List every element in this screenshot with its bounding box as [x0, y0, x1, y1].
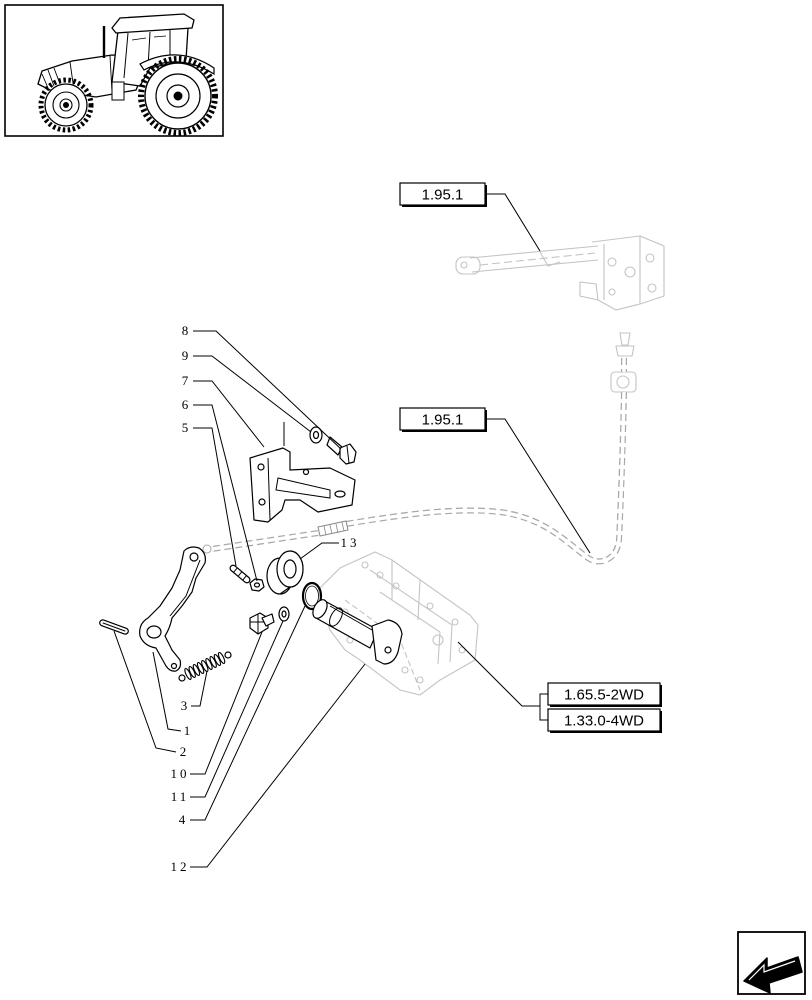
lever — [139, 546, 206, 672]
plug-screw — [249, 612, 275, 635]
leader-bracket — [457, 641, 548, 721]
leader-line-9 — [193, 355, 312, 433]
callout-labels: 8 9 7 6 5 13 3 1 2 10 11 4 12 — [171, 323, 360, 874]
leader-line — [485, 193, 541, 252]
leader-line-2 — [113, 630, 177, 753]
callout-1[interactable]: 1 — [184, 723, 194, 738]
leader-line-3 — [191, 670, 208, 707]
roll-pin — [99, 619, 129, 635]
leader-line-5 — [193, 427, 237, 567]
leader-line-12 — [190, 663, 366, 868]
leader-line-6 — [193, 404, 258, 582]
callout-4[interactable]: 4 — [179, 812, 189, 827]
leader-line-4 — [190, 605, 306, 821]
return-spring — [178, 651, 232, 682]
ref-link-handbrake-lever[interactable]: 1.95.1 — [399, 182, 487, 207]
callout-10[interactable]: 10 — [171, 766, 190, 781]
callout-7[interactable]: 7 — [182, 373, 192, 388]
leader-line-11 — [190, 620, 284, 798]
bolt — [326, 436, 357, 465]
ref-link-label: 1.95.1 — [422, 412, 464, 429]
ref-link-handbrake-cable[interactable]: 1.95.1 — [399, 407, 487, 432]
shaft — [312, 599, 403, 665]
callout-2[interactable]: 2 — [180, 744, 190, 759]
mounting-bracket — [249, 422, 356, 523]
callout-11[interactable]: 11 — [171, 789, 190, 804]
leader-line-13 — [299, 542, 339, 560]
ref-link-label: 1.33.0-4WD — [564, 713, 644, 730]
callout-leaders — [113, 330, 366, 868]
ref-link-label: 1.65.5-2WD — [564, 687, 644, 704]
callout-3[interactable]: 3 — [181, 698, 191, 713]
leader-line — [485, 418, 591, 554]
callout-6[interactable]: 6 — [182, 397, 192, 412]
o-ring — [301, 581, 323, 611]
spring-pin — [229, 564, 251, 584]
handbrake-lever-context — [455, 235, 665, 311]
seal-ring — [266, 550, 304, 595]
leader-line-7 — [193, 380, 265, 448]
leader-line-1 — [152, 651, 182, 732]
nut — [249, 578, 265, 592]
sealing-washer — [278, 606, 290, 622]
ref-link-label: 1.95.1 — [422, 187, 464, 204]
callout-5[interactable]: 5 — [182, 420, 192, 435]
leader-line-10 — [190, 631, 263, 775]
tractor-thumbnail — [4, 4, 224, 137]
handbrake-cable-context — [202, 358, 627, 565]
callout-12[interactable]: 12 — [171, 859, 190, 874]
callout-8[interactable]: 8 — [182, 323, 192, 338]
ref-link-transmission-4wd[interactable]: 1.33.0-4WD — [547, 708, 662, 733]
ref-link-transmission-2wd[interactable]: 1.65.5-2WD — [547, 682, 662, 707]
callout-9[interactable]: 9 — [182, 348, 192, 363]
next-page-arrow-icon — [743, 956, 803, 994]
leader-line-8 — [193, 330, 342, 450]
callout-13[interactable]: 13 — [341, 535, 360, 550]
next-page-button[interactable] — [737, 931, 806, 995]
washer — [309, 426, 323, 444]
tractor-icon — [37, 13, 218, 136]
